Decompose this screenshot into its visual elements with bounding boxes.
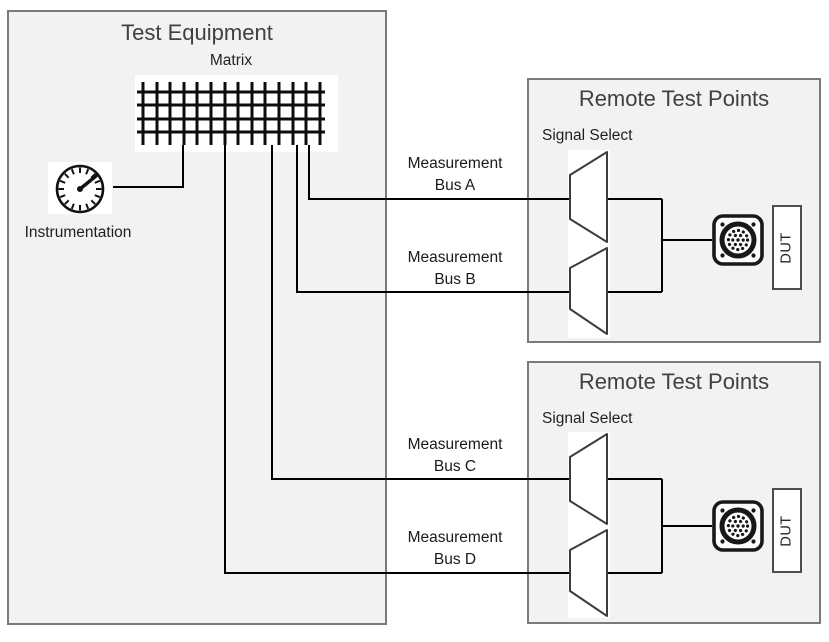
bus-b-label-line1: Measurement xyxy=(407,249,503,266)
bus-a-label-line1: Measurement xyxy=(407,155,503,172)
bus-c-label-line2: Bus C xyxy=(433,458,477,475)
test-equipment-box xyxy=(7,10,387,625)
bus-c-label-line1: Measurement xyxy=(407,436,503,453)
dut-box-1: DUT xyxy=(772,205,802,290)
bus-d-label-line2: Bus D xyxy=(433,551,477,568)
signal-select-label-2: Signal Select xyxy=(542,410,633,427)
signal-select-label-1: Signal Select xyxy=(542,127,633,144)
dut-label-2: DUT xyxy=(779,514,795,547)
instrumentation-label: Instrumentation xyxy=(24,224,132,241)
measurement-bus-c-label: Measurement Bus C xyxy=(390,434,520,478)
bus-b-label-line2: Bus B xyxy=(434,271,476,288)
measurement-bus-b-label: Measurement Bus B xyxy=(390,247,520,291)
matrix-label: Matrix xyxy=(209,52,253,69)
remote-test-points-title-1: Remote Test Points xyxy=(578,86,770,111)
bus-d-label-line1: Measurement xyxy=(407,529,503,546)
measurement-bus-a-label: Measurement Bus A xyxy=(390,153,520,197)
measurement-bus-d-label: Measurement Bus D xyxy=(390,527,520,571)
dut-box-2: DUT xyxy=(772,488,802,573)
test-equipment-title: Test Equipment xyxy=(121,20,273,45)
bus-a-label-line2: Bus A xyxy=(434,177,476,194)
remote-test-points-title-2: Remote Test Points xyxy=(578,369,770,394)
dut-label-1: DUT xyxy=(779,231,795,264)
